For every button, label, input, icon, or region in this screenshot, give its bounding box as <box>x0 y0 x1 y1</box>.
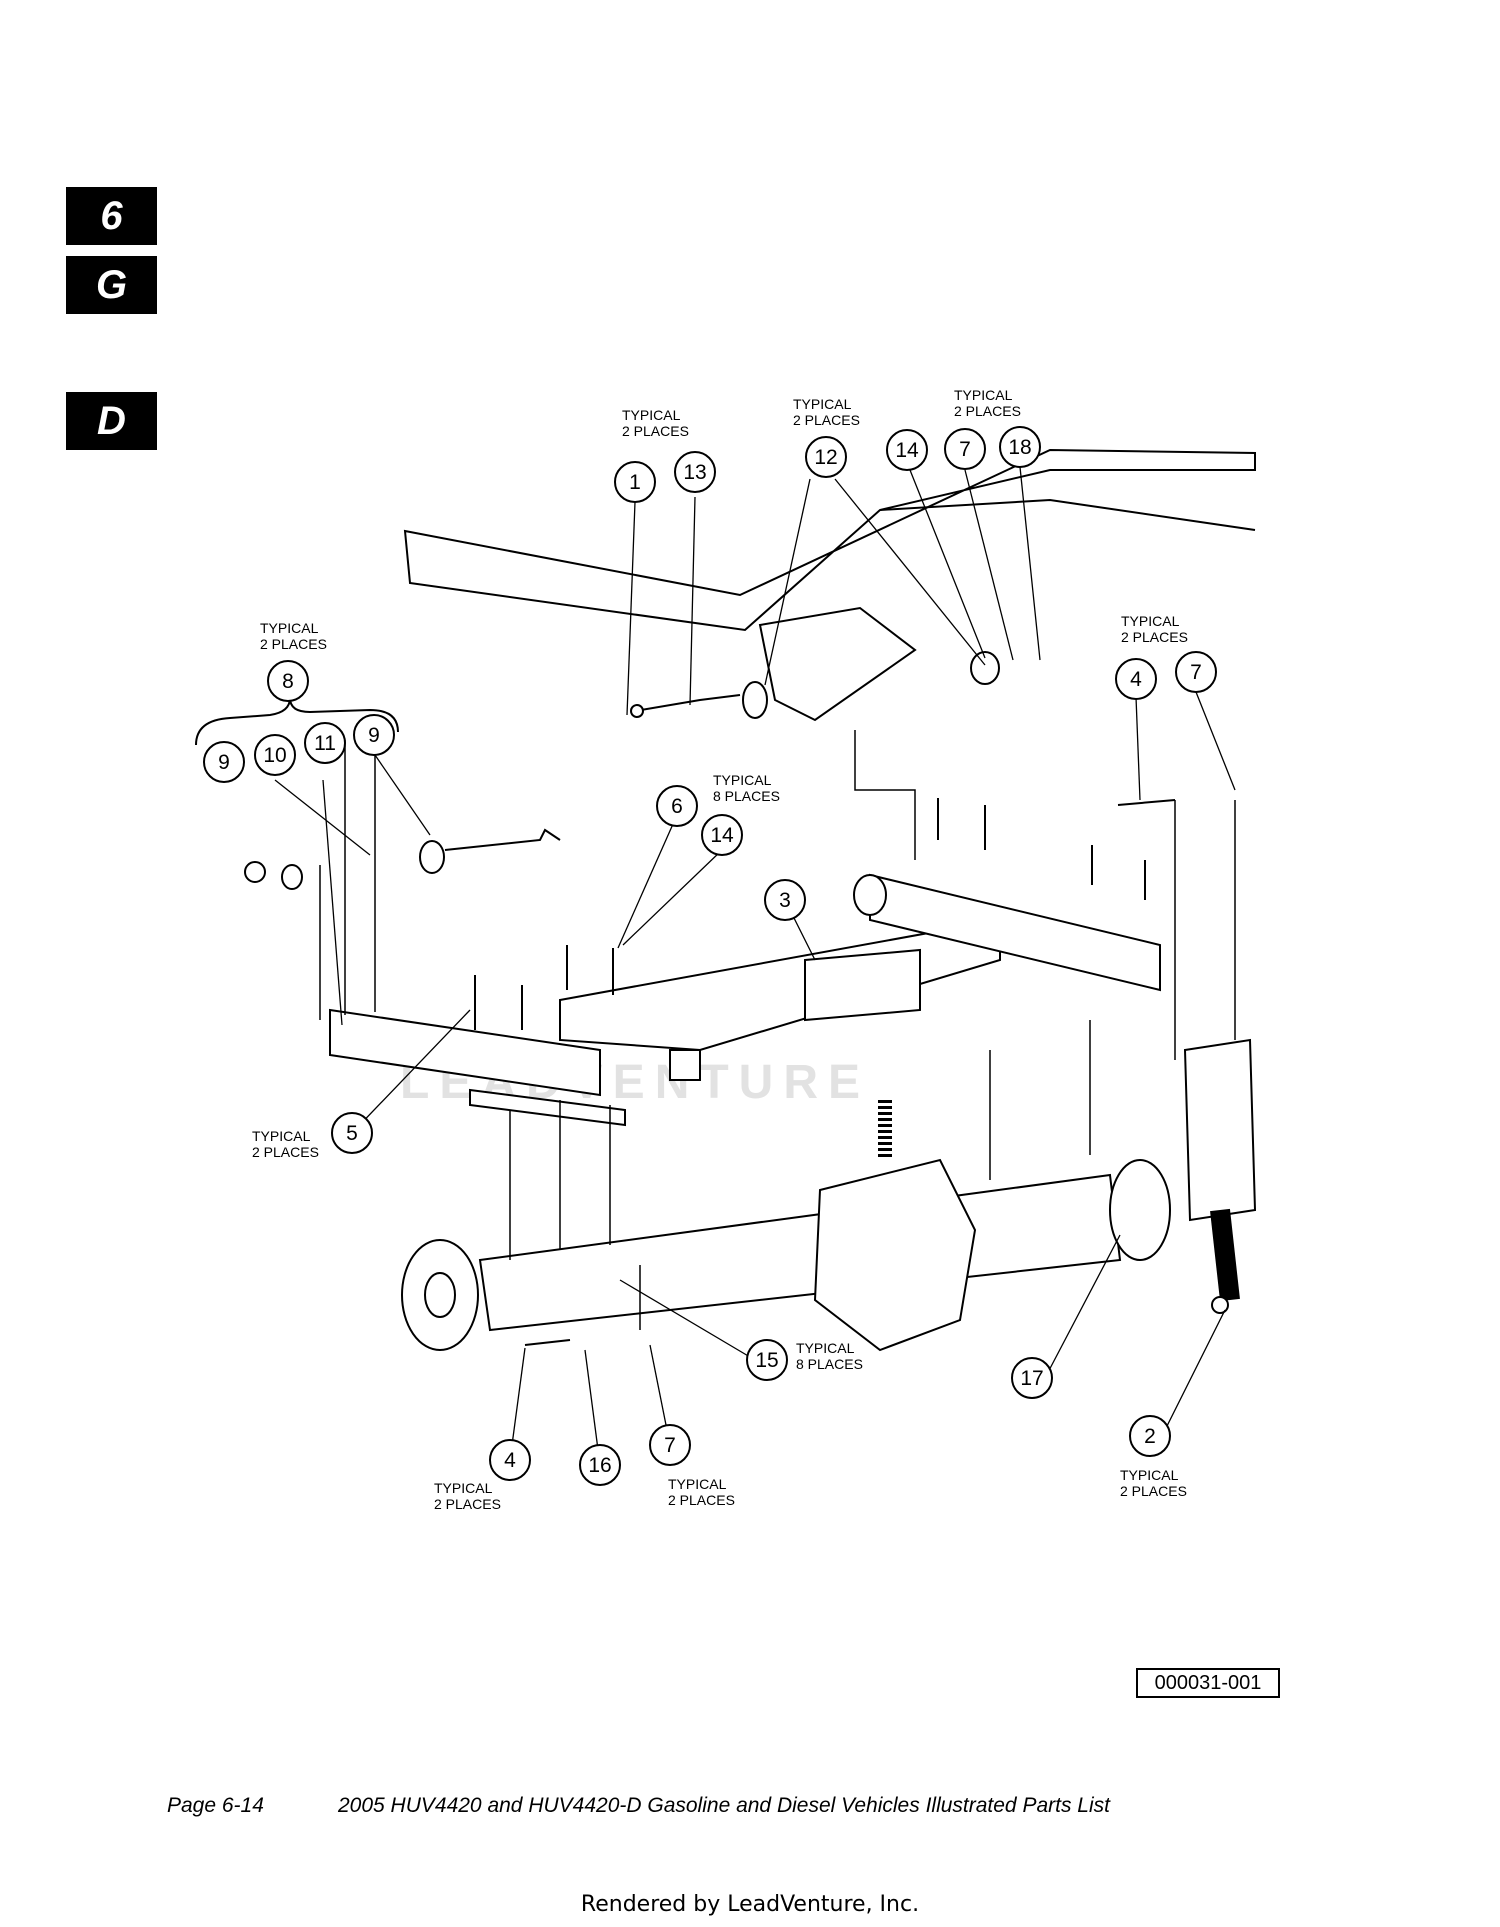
rendered-by-credit: Rendered by LeadVenture, Inc. <box>580 1892 920 1917</box>
callout-11: 11 <box>314 732 336 755</box>
callout-7: 7 <box>1190 661 1202 684</box>
note-places: 2 PLACES <box>622 423 689 439</box>
callout-6: 6 <box>671 795 683 818</box>
section-tab-6[interactable]: 6 <box>66 187 157 245</box>
note-typical: TYPICAL <box>668 1476 727 1492</box>
crossmember <box>559 918 1001 1052</box>
hitch-receiver <box>804 948 921 1022</box>
note-typical: TYPICAL <box>1120 1467 1179 1483</box>
note-places: 2 PLACES <box>668 1492 735 1508</box>
footer-document-title: 2005 HUV4420 and HUV4420-D Gasoline and … <box>338 1794 1110 1817</box>
note-typical: TYPICAL <box>793 396 852 412</box>
axle-tube <box>478 1173 1122 1332</box>
callout-17: 17 <box>1020 1367 1043 1390</box>
parts-linework <box>195 448 1257 1466</box>
callout-18: 18 <box>1008 436 1031 459</box>
callout-14: 14 <box>895 439 919 462</box>
note-typical: TYPICAL <box>622 407 681 423</box>
left-trailing-arm <box>329 1008 601 1097</box>
callout-7: 7 <box>664 1434 676 1457</box>
note-places: 2 PLACES <box>954 403 1021 419</box>
frame-rail <box>403 448 1256 632</box>
note-typical: TYPICAL <box>260 620 319 636</box>
section-tab-d[interactable]: D <box>66 392 157 450</box>
note-typical: TYPICAL <box>434 1480 493 1496</box>
pivot-bolt <box>444 828 561 851</box>
callout-14: 14 <box>710 824 734 847</box>
callout-9: 9 <box>368 724 380 747</box>
footer-page-number: Page 6-14 <box>167 1794 264 1817</box>
note-typical: TYPICAL <box>796 1340 855 1356</box>
note-places: 2 PLACES <box>1121 629 1188 645</box>
callout-2: 2 <box>1144 1425 1156 1448</box>
note-typical: TYPICAL <box>713 772 772 788</box>
frame-bracket <box>758 606 917 722</box>
rear-axle-exploded-diagram: 1 13 12 14 7 18 8 9 10 11 9 6 14 3 4 7 5… <box>195 387 1257 1512</box>
callout-16: 16 <box>588 1454 611 1477</box>
callout-15: 15 <box>755 1349 778 1372</box>
callout-4: 4 <box>504 1449 516 1472</box>
callout-circles <box>203 426 1217 1486</box>
mounting-bolts <box>474 798 1176 1346</box>
note-typical: TYPICAL <box>252 1128 311 1144</box>
callout-7: 7 <box>959 438 971 461</box>
callout-4: 4 <box>1130 668 1142 691</box>
callout-3: 3 <box>779 889 791 912</box>
callout-9: 9 <box>218 751 230 774</box>
note-places: 2 PLACES <box>434 1496 501 1512</box>
note-typical: TYPICAL <box>954 387 1013 403</box>
figure-id: 000031-001 <box>1136 1668 1280 1698</box>
note-places: 8 PLACES <box>796 1356 863 1372</box>
callout-10: 10 <box>263 744 286 767</box>
callout-12: 12 <box>814 446 837 469</box>
callout-13: 13 <box>683 461 706 484</box>
section-tab-g[interactable]: G <box>66 256 157 314</box>
note-places: 2 PLACES <box>252 1144 319 1160</box>
callout-numbers: 1 13 12 14 7 18 8 9 10 11 9 6 14 3 4 7 5… <box>218 436 1202 1477</box>
right-brake-hub <box>1109 1159 1171 1261</box>
note-places: 2 PLACES <box>260 636 327 652</box>
note-places: 2 PLACES <box>793 412 860 428</box>
callout-1: 1 <box>629 471 641 494</box>
callout-5: 5 <box>346 1122 358 1145</box>
typical-notes: TYPICAL 2 PLACES TYPICAL 2 PLACES TYPICA… <box>252 387 1188 1512</box>
coil-spring-shock <box>1183 1038 1257 1222</box>
callout-8: 8 <box>282 670 294 693</box>
note-places: 8 PLACES <box>713 788 780 804</box>
differential-housing <box>813 1158 977 1352</box>
note-typical: TYPICAL <box>1121 613 1180 629</box>
note-places: 2 PLACES <box>1120 1483 1187 1499</box>
alignment-lines <box>319 730 1236 1330</box>
leader-lines <box>274 466 1236 1466</box>
